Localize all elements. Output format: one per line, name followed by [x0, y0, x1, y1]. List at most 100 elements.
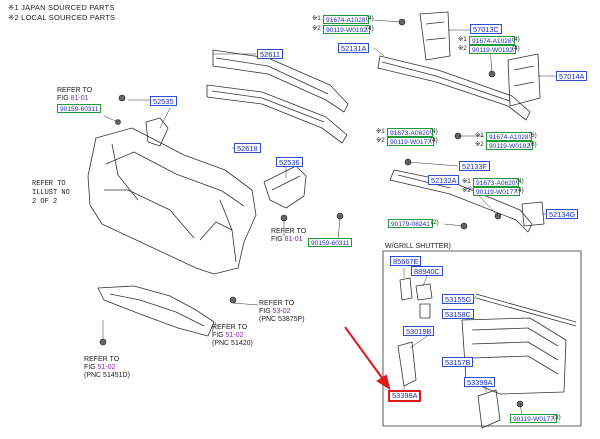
- hardware-90159-60311-mid[interactable]: 90159-60311: [308, 238, 353, 247]
- highlight-arrow: [344, 326, 391, 391]
- hardware-91673-a0620-lower[interactable]: 91673-A0620: [473, 178, 519, 187]
- hardware-90119-w0177-lower[interactable]: 90119-W0177: [473, 187, 520, 196]
- pnc-51420: (PNC 51420): [212, 340, 253, 347]
- refer-fig-81-01-left[interactable]: REFER TO FIG 81-01: [57, 87, 92, 103]
- qty-top1: (4): [366, 15, 374, 22]
- qty-m1: (4): [430, 128, 438, 135]
- note-japan-sourced: ※1 JAPAN SOURCED PARTS: [8, 3, 115, 12]
- shutter-rod: [475, 293, 577, 323]
- refer-to-label: REFER TO: [271, 228, 307, 235]
- part-52133F[interactable]: 52133F: [459, 161, 491, 171]
- part-53398A-right[interactable]: 53398A: [464, 377, 496, 387]
- hardware-91674-a1028-top[interactable]: 91674-A1028: [323, 15, 369, 24]
- qty-m4: (6): [529, 141, 537, 148]
- part-52535[interactable]: 52535: [150, 96, 177, 106]
- mark-local-top: ※2: [312, 25, 321, 32]
- fig-label: FIG: [57, 95, 69, 102]
- refer-to-label: REFER TO: [57, 87, 93, 94]
- shutter-left-bracket: [397, 341, 417, 387]
- fig-ref-number: 51-02: [225, 332, 244, 339]
- note-local-sourced: ※2 LOCAL SOURCED PARTS: [8, 13, 116, 22]
- refer-fig-51-02-bottom[interactable]: REFER TO FIG 51-02 (PNC 51451D): [84, 356, 130, 380]
- mark-japan-m3: ※1: [475, 132, 484, 139]
- lower-spoiler: [97, 285, 215, 337]
- fig-ref-number: 53-02: [272, 308, 291, 315]
- grill-shutter-section-label: W/GRILL SHUTTER): [385, 243, 451, 250]
- fig-ref-number: 51-02: [97, 364, 116, 371]
- bumper-retainer-upper: [212, 49, 349, 113]
- hardware-90119-w0177-mid[interactable]: 90119-W0177: [387, 137, 434, 146]
- shutter-right-bracket: [477, 389, 501, 429]
- refer-to-label: REFER TO: [84, 356, 120, 363]
- mark-local-b2: ※2: [462, 187, 471, 194]
- refer-illust-line-3: 2 OF 2: [32, 198, 58, 206]
- hardware-91673-a0620-mid[interactable]: 91673-A0620: [387, 128, 433, 137]
- refer-to-label: REFER TO: [259, 300, 295, 307]
- mark-local-m4: ※2: [475, 141, 484, 148]
- side-retainer-right: [263, 165, 307, 209]
- qty-b3: (2): [431, 219, 439, 226]
- mark-local-right: ※2: [458, 45, 467, 52]
- part-53157B[interactable]: 53157B: [442, 357, 474, 367]
- refer-illust-text: REFER TO ILLUST NO 2 OF 2: [32, 180, 70, 207]
- part-57014A[interactable]: 57014A: [556, 71, 588, 81]
- hardware-90119-w0192-top[interactable]: 90119-W0192: [323, 25, 370, 34]
- hardware-90179-08241[interactable]: 90179-08241: [388, 219, 433, 228]
- mark-japan-b1: ※1: [462, 178, 471, 185]
- qty-b2: (4): [516, 187, 524, 194]
- hardware-90119-w0192-right[interactable]: 90119-W0192: [469, 45, 516, 54]
- hardware-90119-w0192-mid[interactable]: 90119-W0192: [486, 141, 533, 150]
- part-88940C[interactable]: 88940C: [411, 266, 443, 276]
- qty-bottom: (3): [553, 414, 561, 421]
- mark-japan-m1: ※1: [376, 128, 385, 135]
- bracket-right: [507, 53, 541, 107]
- bracket-upper: [419, 11, 451, 61]
- fig-label: FIG: [271, 236, 283, 243]
- hardware-90119-w0177-bottom[interactable]: 90119-W0177: [510, 414, 557, 423]
- part-52618[interactable]: 52618: [234, 143, 261, 153]
- part-53019B[interactable]: 53019B: [403, 326, 435, 336]
- fig-label: FIG: [212, 332, 224, 339]
- qty-top2: (4): [366, 25, 374, 32]
- clip-85667E: [399, 277, 413, 301]
- part-52134G[interactable]: 52134G: [546, 209, 579, 219]
- part-53155G[interactable]: 53155G: [442, 294, 475, 304]
- qty-m2: (4): [430, 137, 438, 144]
- bumper-cover: [87, 127, 257, 275]
- mark-japan-right: ※1: [458, 36, 467, 43]
- fig-label: FIG: [84, 364, 96, 371]
- clip-53155G: [419, 303, 431, 319]
- part-85667E[interactable]: 85667E: [390, 256, 422, 266]
- bracket-lower: [521, 201, 545, 227]
- part-52131A[interactable]: 52131A: [338, 43, 370, 53]
- pnc-53875p: (PNC 53875P): [259, 316, 305, 323]
- side-retainer-left: [145, 117, 169, 147]
- qty-m3: (6): [529, 132, 537, 139]
- refer-fig-51-02-mid[interactable]: REFER TO FIG 51-02 (PNC 51420): [212, 324, 253, 348]
- bumper-absorber: [206, 84, 348, 144]
- qty-r1: (4): [512, 36, 520, 43]
- fig-ref-number: 81-01: [284, 236, 303, 243]
- part-53398A-highlighted[interactable]: 53398A: [388, 390, 422, 402]
- fig-label: FIG: [259, 308, 271, 315]
- clip-88940C: [415, 283, 433, 301]
- mark-japan-top: ※1: [312, 15, 321, 22]
- refer-illust-line-1: REFER TO: [32, 180, 66, 188]
- hardware-91674-a1028-right[interactable]: 91674-A1028: [469, 36, 515, 45]
- part-52536[interactable]: 52536: [276, 157, 303, 167]
- hardware-91674-a1028-mid[interactable]: 91674-A1028: [486, 132, 532, 141]
- qty-r2: (4): [512, 45, 520, 52]
- part-53158C[interactable]: 53158C: [442, 309, 474, 319]
- refer-illust-line-2: ILLUST NO: [32, 189, 70, 197]
- fig-ref-number: 81-01: [70, 95, 89, 102]
- part-57013C[interactable]: 57013C: [470, 24, 502, 34]
- refer-fig-81-01-mid[interactable]: REFER TO FIG 81-01: [271, 228, 306, 244]
- hardware-90159-60311-left[interactable]: 90159-60311: [57, 104, 102, 113]
- pnc-51451d: (PNC 51451D): [84, 372, 130, 379]
- part-52132A[interactable]: 52132A: [428, 175, 460, 185]
- mark-local-m2: ※2: [376, 137, 385, 144]
- refer-fig-53-02[interactable]: REFER TO FIG 53-02 (PNC 53875P): [259, 300, 305, 324]
- reinforcement-beam: [377, 55, 531, 121]
- qty-b1: (4): [516, 178, 524, 185]
- part-52611[interactable]: 52611: [257, 49, 284, 59]
